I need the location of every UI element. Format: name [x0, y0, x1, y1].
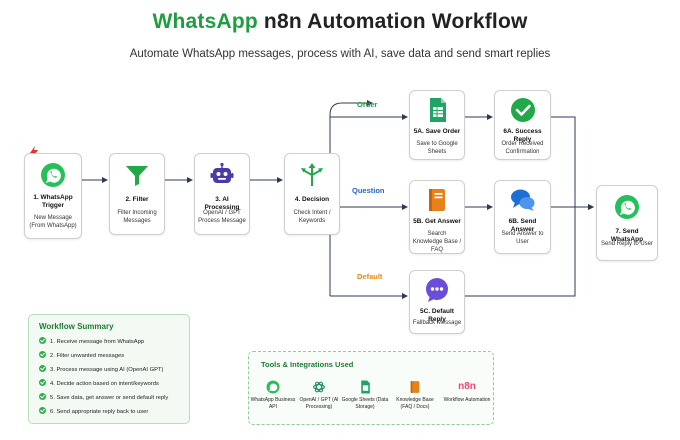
branch-arrows-icon: [301, 163, 323, 186]
node-description: Filter Incoming Messages: [117, 210, 157, 224]
summary-item-text: 4. Decide action based on intent/keyword…: [50, 381, 159, 387]
connector-success-send: [551, 116, 594, 210]
summary-item-text: 1. Receive message from WhatsApp: [50, 339, 145, 345]
chat-bubble-icon: [426, 278, 448, 302]
tool-item-google-sheets: Google Sheets (Data Storage): [341, 380, 389, 410]
node-description: Fallback Message: [412, 320, 462, 326]
google-sheets-icon: [361, 380, 370, 394]
node-decision[interactable]: 4. Decision Check Intent / Keywords: [284, 153, 340, 235]
summary-item-text: 3. Process message using AI (OpenAI GPT): [50, 367, 164, 373]
summary-title: Workflow Summary: [39, 322, 114, 331]
node-description: Save to Google Sheets: [416, 141, 458, 155]
workflow-summary-panel: Workflow Summary 1. Receive message from…: [28, 314, 190, 424]
tool-label: Knowledge Base (FAQ / Docs): [396, 397, 434, 410]
node-description: Send Reply to User: [600, 241, 654, 247]
summary-item: 4. Decide action based on intent/keyword…: [39, 379, 159, 387]
check-icon: [39, 379, 46, 386]
node-filter[interactable]: 2. Filter Filter Incoming Messages: [109, 153, 165, 235]
lightning-bolt-icon: [30, 146, 38, 158]
route-label-order: Order: [357, 100, 378, 109]
node-description: OpenAI / GPT Process Message: [198, 210, 246, 224]
tool-item-n8n: n8n Workflow Automation: [443, 380, 491, 404]
node-description: Search Knowledge Base / FAQ: [412, 231, 462, 253]
node-send-answer[interactable]: 6B. Send Answer Send Answer to User: [494, 180, 551, 254]
chat-bubbles-icon: [510, 189, 534, 211]
connector-order-branch-head: [329, 100, 373, 116]
node-default-reply[interactable]: 5C. Default Reply Fallback Message: [409, 270, 465, 334]
whatsapp-icon: [615, 195, 639, 219]
node-title: 3. AI Processing: [204, 196, 240, 211]
node-title: 5C. Default Reply: [420, 308, 454, 323]
node-send-whatsapp[interactable]: 7. Send WhatsApp Send Reply to User: [596, 185, 658, 261]
funnel-icon: [126, 166, 148, 186]
summary-item-text: 2. Filter unwanted messages: [50, 353, 125, 359]
tools-title: Tools & Integrations Used: [261, 360, 354, 369]
tools-integrations-panel: Tools & Integrations Used WhatsApp Busin…: [248, 351, 494, 425]
page-title: WhatsApp n8n Automation Workflow: [0, 10, 680, 34]
node-description: Send Answer to User: [501, 231, 544, 245]
node-description: New Message (From WhatsApp): [29, 215, 77, 229]
node-description: Order Received Confirmation: [501, 141, 544, 155]
node-description: Check Intent / Keywords: [293, 210, 331, 224]
summary-item: 5. Save data, get answer or send default…: [39, 393, 168, 401]
page-subtitle: Automate WhatsApp messages, process with…: [129, 48, 551, 60]
route-label-question: Question: [352, 186, 385, 195]
node-title: 7. Send WhatsApp: [610, 228, 644, 243]
summary-item: 6. Send appropriate reply back to user: [39, 407, 148, 415]
summary-item: 1. Receive message from WhatsApp: [39, 337, 144, 345]
google-sheets-icon: [430, 98, 446, 122]
whatsapp-icon: [41, 163, 65, 187]
check-icon: [39, 351, 46, 358]
node-title: 2. Filter: [125, 196, 149, 203]
tool-item-whatsapp: WhatsApp Business API: [249, 380, 297, 410]
tool-label: Workflow Automation: [443, 397, 491, 403]
check-icon: [39, 337, 46, 344]
node-get-answer[interactable]: 5B. Get Answer Search Knowledge Base / F…: [409, 180, 465, 254]
n8n-logo: n8n: [458, 381, 476, 392]
check-icon: [39, 407, 46, 414]
node-success-reply[interactable]: 6A. Success Reply Order Received Confirm…: [494, 90, 551, 160]
summary-item-text: 5. Save data, get answer or send default…: [50, 395, 169, 401]
summary-item: 2. Filter unwanted messages: [39, 351, 124, 359]
route-label-default: Default: [357, 272, 383, 281]
summary-item: 3. Process message using AI (OpenAI GPT): [39, 365, 163, 373]
check-icon: [39, 365, 46, 372]
openai-icon: [313, 381, 325, 393]
whatsapp-icon: [266, 380, 280, 394]
node-save-order[interactable]: 5A. Save Order Save to Google Sheets: [409, 90, 465, 160]
tool-item-knowledge-base: Knowledge Base (FAQ / Docs): [391, 380, 439, 410]
summary-item-text: 6. Send appropriate reply back to user: [50, 409, 149, 415]
node-title: 5B. Get Answer: [413, 218, 461, 225]
node-title: 6A. Success Reply: [503, 128, 542, 143]
book-icon: [429, 189, 445, 211]
tool-label: OpenAI / GPT (AI Processing): [299, 397, 339, 410]
robot-icon: [210, 162, 234, 183]
node-ai-processing[interactable]: 3. AI Processing OpenAI / GPT Process Me…: [194, 153, 250, 235]
tool-label: Google Sheets (Data Storage): [341, 397, 389, 410]
book-icon: [410, 381, 420, 393]
check-circle-icon: [510, 98, 535, 122]
node-title: 6B. Send Answer: [508, 218, 537, 233]
connector-default-send: [465, 207, 576, 297]
title-brand: WhatsApp: [152, 10, 258, 33]
node-title: 5A. Save Order: [413, 128, 461, 135]
check-icon: [39, 393, 46, 400]
tool-item-openai: OpenAI / GPT (AI Processing): [295, 380, 343, 410]
title-rest: n8n Automation Workflow: [257, 10, 528, 33]
node-title: 1. WhatsApp Trigger: [33, 194, 73, 209]
node-title: 4. Decision: [294, 196, 330, 203]
node-whatsapp-trigger[interactable]: 1. WhatsApp Trigger New Message (From Wh…: [24, 153, 82, 239]
tool-label: WhatsApp Business API: [250, 397, 296, 410]
